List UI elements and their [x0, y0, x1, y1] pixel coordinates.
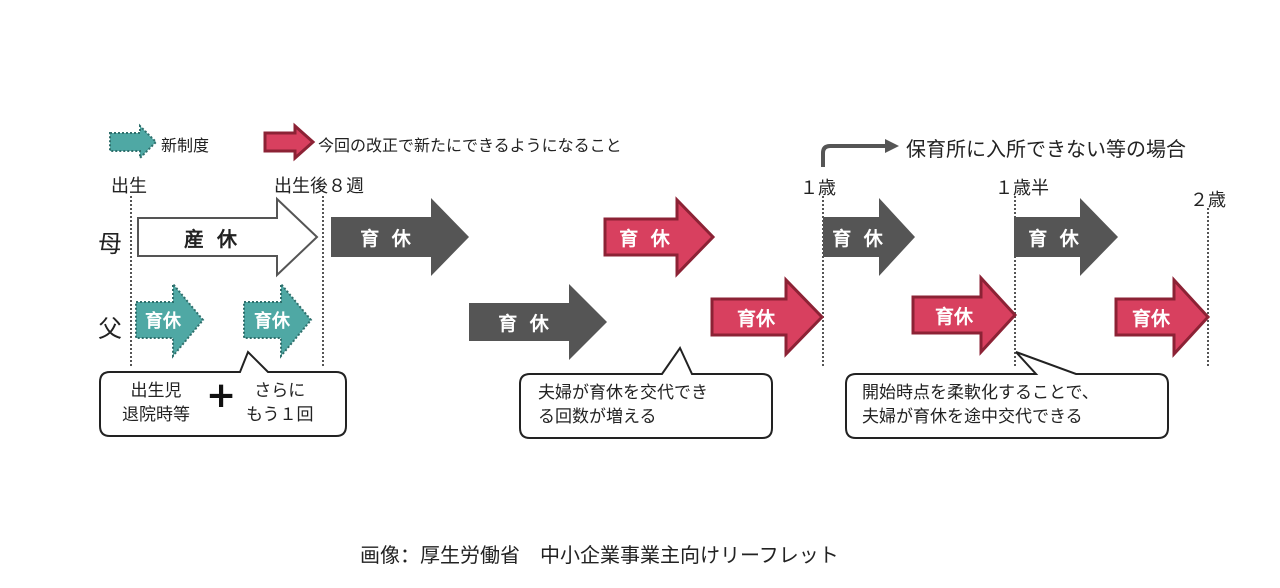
legend-revision-arrow	[263, 122, 316, 162]
timeline-line-age-1	[822, 196, 824, 366]
timeline-birth-8weeks: 出生後８週	[274, 176, 364, 197]
row-label-mother: 母	[98, 230, 122, 258]
mother-childcare-arrow-1: 育 休	[331, 198, 469, 276]
timeline-age-1-5: １歳半	[995, 178, 1049, 199]
mother-childcare-arrow-2: 育 休	[823, 198, 915, 276]
row-label-father: 父	[98, 315, 122, 343]
timeline-birth: 出生	[111, 176, 147, 197]
callout-one-more: さらに もう１回	[246, 381, 314, 425]
mother-childcare-arrow-3: 育 休	[1014, 198, 1118, 276]
timeline-line-age-1-5	[1014, 196, 1016, 366]
maternity-leave-arrow: 産 休	[137, 196, 319, 278]
legend-new-system-arrow	[108, 123, 158, 161]
father-childcare-arrow: 育 休	[469, 284, 607, 360]
nursery-note: 保育所に入所できない等の場合	[906, 137, 1186, 161]
callout-plus-icon: +	[206, 375, 237, 416]
legend-revision-label: 今回の改正で新たにできるようになること	[318, 136, 622, 155]
mother-revision-arrow: 育 休	[603, 196, 716, 278]
maternity-leave-label: 産 休	[184, 226, 240, 251]
legend-new-system-label: 新制度	[161, 136, 210, 155]
father-revision-arrow-3: 育休	[1114, 276, 1211, 358]
timeline-line-8weeks	[322, 196, 324, 366]
father-new-arrow-1: 育休	[135, 281, 205, 359]
father-revision-arrow-2: 育休	[911, 274, 1018, 356]
father-new-arrow-2: 育休	[243, 281, 313, 359]
nursery-arrow-icon	[821, 139, 899, 167]
father-revision-arrow-1: 育休	[710, 276, 825, 358]
timeline-line-birth	[130, 196, 132, 366]
image-caption: 画像：厚生労働省 中小企業事業主向けリーフレット	[360, 543, 839, 567]
callout-discharge: 出生児 退院時等	[122, 381, 190, 425]
timeline-age-2: ２歳	[1190, 190, 1226, 211]
timeline-age-1: １歳	[800, 178, 836, 199]
callout-swap-times: 夫婦が育休を交代でき る回数が増える	[538, 383, 708, 427]
callout-flexible-start: 開始時点を柔軟化することで、 夫婦が育休を途中交代できる	[862, 383, 1099, 427]
timeline-line-age-2	[1207, 208, 1209, 366]
